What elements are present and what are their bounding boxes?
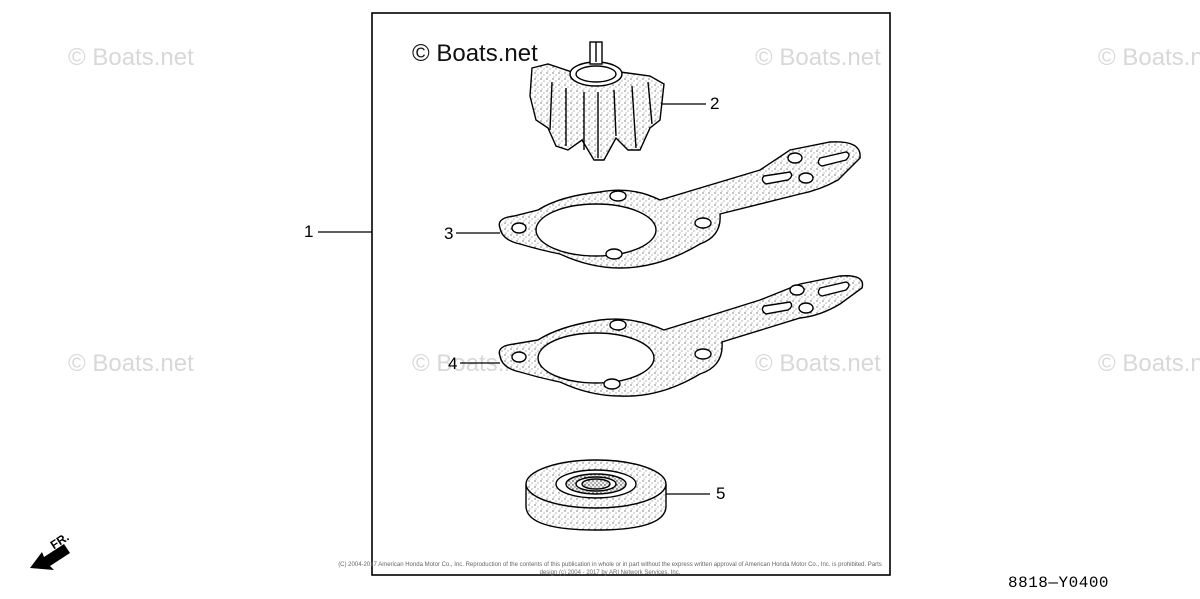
watermark: © Boats.net [1098, 350, 1200, 377]
watermark: © Boats.net [755, 350, 881, 377]
callout-3: 3 [444, 224, 454, 243]
gasket-part-lower [498, 275, 864, 397]
callout-5: 5 [716, 484, 726, 503]
watermark: © Boats.net [68, 350, 194, 377]
callout-2: 2 [710, 94, 720, 113]
copyright-notice: (C) 2004-2017 American Honda Motor Co., … [338, 562, 882, 576]
watermark: © Boats.net [68, 44, 194, 71]
callout-4: 4 [448, 354, 458, 373]
diagram-code: 8818—Y0400 [1008, 574, 1110, 592]
kit-outline-box [371, 12, 891, 576]
gasket-part-upper [498, 141, 861, 269]
watermark-main: © Boats.net [412, 40, 538, 67]
oil-seal-part [525, 459, 667, 531]
callout-1: 1 [304, 222, 314, 241]
impeller-part [529, 41, 665, 161]
watermark: © Boats.net [1098, 44, 1200, 71]
watermark: © Boats.net [755, 44, 881, 71]
front-direction-arrow-icon [30, 544, 70, 570]
